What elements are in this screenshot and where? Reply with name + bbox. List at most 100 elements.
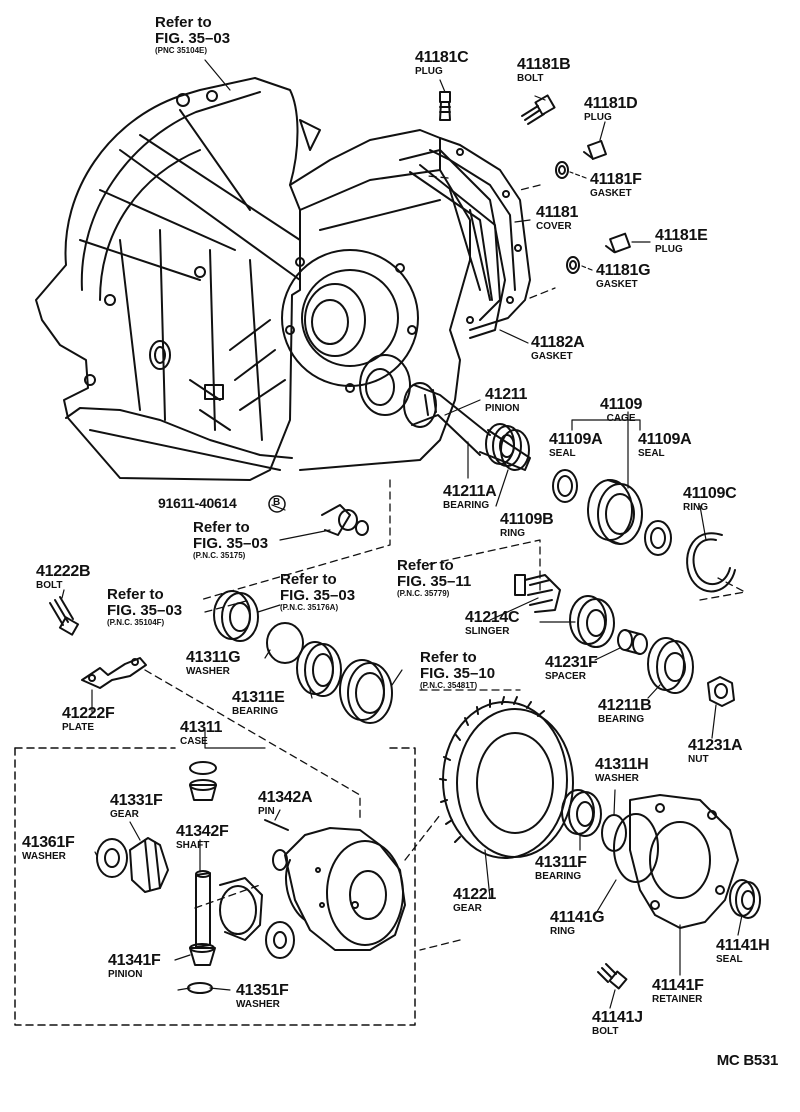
part-41311[interactable]: 41311 CASE [180,720,222,747]
part-91611-40614[interactable]: 91611-40614 [158,496,237,512]
part-41181[interactable]: 41181 COVER [536,205,578,232]
part-41211A[interactable]: 41211A BEARING [443,484,497,511]
part-41181F[interactable]: 41181F GASKET [590,172,642,199]
part-name: CAGE [606,413,636,424]
part-number: 41211B [598,697,652,714]
ref-line2: FIG. 35–10 [420,664,496,682]
part-name: GASKET [531,351,573,362]
part-number: 41211 [485,386,528,403]
part-name: BOLT [592,1026,619,1037]
part-41109C[interactable]: 41109C RING [683,486,737,513]
part-name: SHAFT [176,840,210,851]
part-number: 41342A [258,789,313,806]
part-41342A[interactable]: 41342A PIN [258,789,313,817]
differential-detail-box [14,727,416,1026]
part-41141J[interactable]: 41141J BOLT [592,1010,643,1037]
part-41141G[interactable]: 41141G RING [550,909,605,937]
ref-fig-35-10[interactable]: Refer to FIG. 35–10 (P.N.C. 35481T) [420,650,495,690]
differential-case [272,827,406,951]
part-name: GEAR [110,809,139,820]
ring-41109C [686,532,736,593]
dashed-assembly-lines [144,175,746,951]
bolt-41181B [521,94,556,125]
part-41361F[interactable]: 41361F WASHER [22,835,75,862]
part-41181D[interactable]: 41181D PLUG [584,96,638,123]
part-41109B[interactable]: 41109B RING [500,512,554,539]
ref-line1: Refer to [193,519,250,536]
part-41231A[interactable]: 41231A NUT [688,737,743,765]
ref-line2: FIG. 35–03 [280,586,356,604]
transaxle-housing [35,77,471,481]
ref-fig-35-11[interactable]: Refer to FIG. 35–11 (P.N.C. 35779) [397,558,471,598]
part-41181C[interactable]: 41181C PLUG [415,49,469,77]
part-41109A-right[interactable]: 41109A SEAL [638,432,692,459]
part-41311G[interactable]: 41311G WASHER [186,649,241,677]
part-41342F[interactable]: 41342F SHAFT [176,824,229,851]
part-41311E[interactable]: 41311E BEARING [232,689,285,717]
cage-leaders [571,411,641,489]
ref-fig-35-03-pnc35176A[interactable]: Refer to FIG. 35–03 (P.N.C. 35176A) [280,572,355,612]
part-41311H[interactable]: 41311H WASHER [595,756,649,784]
ref-line1: Refer to [420,649,477,666]
side-gear-right [219,877,263,941]
part-41181G[interactable]: 41181G GASKET [596,263,651,290]
part-41181E[interactable]: 41181E PLUG [655,228,708,255]
ref-pnc: (P.N.C. 35481T) [420,680,478,690]
part-41341F[interactable]: 41341F PINION [108,953,161,980]
part-41222F[interactable]: 41222F PLATE [62,706,115,733]
part-name: SLINGER [465,626,510,637]
ref-pnc: (PNC 35104E) [155,45,208,55]
seal-35481T [339,659,393,724]
part-41141H[interactable]: 41141H SEAL [716,938,770,965]
part-41141F[interactable]: 41141F RETAINER [652,978,704,1005]
part-41351F[interactable]: 41351F WASHER [236,983,289,1010]
part-number: 41311 [180,719,223,736]
slinger-41214C [569,595,615,648]
ref-pnc: (P.N.C. 35779) [397,588,450,598]
part-number: 41182A [531,334,585,351]
part-41214C[interactable]: 41214C SLINGER [465,610,520,637]
washer-41361F [96,838,128,878]
part-name: SEAL [549,448,576,459]
part-name: RETAINER [652,994,703,1005]
part-41211B[interactable]: 41211B BEARING [598,697,652,725]
part-number: 41141G [550,909,605,926]
gear-35779 [514,574,561,613]
part-number: 41311H [595,756,649,773]
part-number: 41231A [688,737,743,754]
part-number: 41141F [652,977,704,994]
part-name: BOLT [36,580,63,591]
ref-fig-35-03-pnc35104F[interactable]: Refer to FIG. 35–03 (P.N.C. 35104F) [107,587,182,627]
part-name: BEARING [443,500,490,511]
part-41182A[interactable]: 41182A GASKET [531,334,585,362]
seal-41141H [729,879,761,919]
ref-line1: Refer to [107,586,164,603]
part-41181B[interactable]: 41181B BOLT [517,57,571,84]
ref-fig-35-03-top[interactable]: Refer to FIG. 35–03 (PNC 35104E) [155,15,230,55]
marker-B-label: B [273,497,281,508]
part-41222B[interactable]: 41222B BOLT [36,564,91,591]
part-41231F[interactable]: 41231F SPACER [545,655,598,682]
part-name: RING [683,502,708,513]
gear-41221 [439,696,574,859]
part-41211[interactable]: 41211 PINION [485,387,527,414]
seal-41109A-left [552,469,578,503]
ref-pnc: (P.N.C. 35104F) [107,617,165,627]
part-name: PIN [258,806,275,817]
part-41109[interactable]: 41109 CAGE [600,397,642,424]
part-41221[interactable]: 41221 GEAR [453,887,496,914]
part-number: 41109A [549,431,603,448]
part-number: 41311E [232,689,285,706]
part-number: 41181F [590,171,642,188]
plug-41181E [605,232,631,254]
part-name: BOLT [517,73,544,84]
part-name: PLUG [415,66,443,77]
part-41331F[interactable]: 41331F GEAR [110,793,163,820]
ref-fig-35-03-pnc35175[interactable]: Refer to FIG. 35–03 (P.N.C. 35175) [193,520,268,560]
bearing-41311F [561,789,602,837]
part-number: 41181C [415,49,469,66]
part-41109A-left[interactable]: 41109A SEAL [549,431,603,459]
part-number: 41311G [186,649,241,666]
part-41311F[interactable]: 41311F BEARING [535,855,587,882]
